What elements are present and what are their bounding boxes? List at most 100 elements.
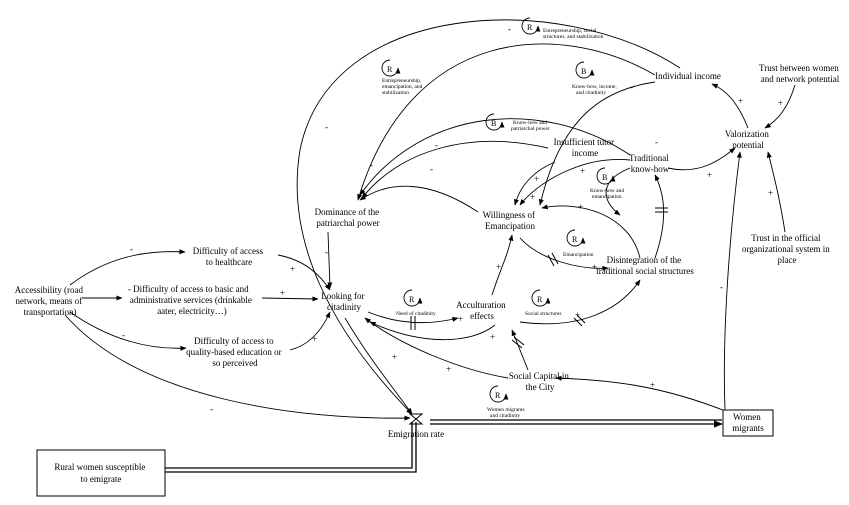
svg-text:Entrepreneurship,: Entrepreneurship, [382,78,422,84]
svg-text:+: + [580,166,585,176]
svg-text:Women migrants: Women migrants [732,412,764,433]
svg-text:Emancipation: Emancipation [563,252,594,258]
link-migrants-valorization [723,151,742,411]
link-acculturation-willingness [491,234,514,296]
svg-text:+: + [312,334,317,344]
link-valorization-income [711,83,749,129]
loop-b-knowhow-patriarchal: B Know-how and patriarchal power [485,113,550,132]
svg-text:Rural women susceptible: Rural women susceptible to emigrate [54,462,147,484]
svg-text:+: + [534,174,539,184]
link-healthcare-looking [277,254,331,291]
svg-text:R: R [495,391,501,400]
var-acculturation: Acculturation effects [456,300,508,321]
variables: Accessibility (road network, means of tr… [15,63,840,439]
loop-r-social-structures: R Social structures [525,289,562,317]
svg-text:-: - [210,404,213,414]
svg-text:+: + [650,380,655,390]
link-dominance-looking [327,231,333,289]
svg-text:+: + [280,288,285,298]
svg-text:+: + [707,170,712,180]
svg-text:+: + [738,96,743,106]
emigration-valve [408,413,424,425]
polarity-signs: - - - - + + + - - - - - + + + + + + + + … [122,24,783,414]
var-accessibility: Accessibility (road network, means of tr… [15,285,85,317]
link-socialcap-acculturation [511,329,529,371]
loop-r-emancipation: R Emancipation [563,229,594,258]
link-acculturation-looking [369,321,496,341]
link-knowhow-loop [605,167,631,216]
svg-text:-: - [435,140,438,150]
link-disintegration-knowhow [654,174,665,259]
svg-text:+: + [392,352,397,362]
svg-text:+: + [490,332,495,342]
loop-b-knowhow-emancipation: B Know-how and emancipation [590,167,624,200]
svg-text:Entrepreneurship, social: Entrepreneurship, social [543,28,597,34]
svg-text:-: - [370,160,373,170]
link-acculturation-disintegration [519,279,641,325]
link-socialcap-looking [364,317,509,379]
link-looking-emigration [344,317,413,415]
stock-rural-women: Rural women susceptible to emigrate [36,449,166,497]
link-income-dominance [357,43,656,201]
svg-text:stabilization: stabilization [382,90,409,96]
loop-r-entrepreneurship-social: R Entrepreneurship, social structures, a… [521,17,604,40]
loop-markers: R Entrepreneurship, social structures, a… [381,17,624,419]
svg-text:-: - [655,137,658,147]
link-trustwomen-valorization [764,84,796,129]
loop-r-entrepreneurship-emancipation: R Entrepreneurship, emancipation, and st… [381,59,423,96]
var-dominance: Dominance of the patriarchal power [315,207,382,228]
svg-text:-: - [325,247,328,257]
svg-text:B: B [491,119,496,128]
link-knowhow-valorization [667,147,736,171]
link-admin-looking [261,296,319,302]
svg-text:Know-how and: Know-how and [590,188,624,194]
svg-text:B: B [581,67,586,76]
svg-text:emancipation: emancipation [592,194,622,200]
svg-text:-: - [130,244,133,254]
var-emigration-rate: Emigration rate [388,429,444,439]
svg-text:and citadinity: and citadinity [576,90,606,96]
var-social-capital: Social Capital in the City [509,371,571,392]
link-tutor-willingness [513,161,556,206]
var-disintegration: Disintegration of the traditional social… [596,255,694,276]
svg-text:-: - [122,330,125,340]
svg-text:+: + [530,192,535,202]
var-traditional-knowhow: Traditional know-how [629,153,671,174]
var-difficulty-admin: Difficulty of access to basic and admini… [130,284,254,316]
var-insufficient-tutor: Insufficient tutor income [554,137,617,158]
flow-rural-emigration-a [165,422,413,469]
link-income-emigration [296,19,681,415]
stock-women-migrants: Women migrants [722,409,774,437]
svg-text:Social structures: Social structures [525,311,562,317]
svg-text:+: + [290,264,295,274]
svg-text:-: - [128,284,131,294]
svg-text:structures, and stabilization: structures, and stabilization [543,34,604,40]
link-trustofficial-valorization [766,151,786,233]
svg-text:R: R [572,235,578,244]
var-individual-income: Individual income [655,71,721,81]
svg-text:R: R [537,295,543,304]
link-access-education [69,311,187,351]
var-trust-official: Trust in the official organizational sys… [742,233,832,265]
delay-marks [410,207,668,349]
svg-text:-: - [508,24,511,34]
loop-r-need-citadinity: R Need of citadinity [396,289,436,317]
link-access-healthcare [69,249,186,286]
svg-text:-: - [630,82,633,92]
var-difficulty-education: Difficulty of access to quality-based ed… [186,336,284,368]
svg-text:patriarchal power: patriarchal power [511,126,550,132]
loop-b-knowhow-income: B Know-how, income, and citadinity [572,61,617,96]
svg-text:R: R [527,23,533,32]
link-migrants-socialcap [555,375,729,413]
svg-text:-: - [720,282,723,292]
svg-text:+: + [575,310,580,320]
svg-text:Women migrants: Women migrants [487,407,525,413]
svg-text:-: - [325,122,328,132]
link-education-looking [289,311,331,351]
svg-text:emancipation, and: emancipation, and [382,84,423,90]
svg-text:and citadinity: and citadinity [490,413,520,419]
svg-text:+: + [592,262,597,272]
svg-text:+: + [496,262,501,272]
link-knowhow-dominance [359,118,631,196]
